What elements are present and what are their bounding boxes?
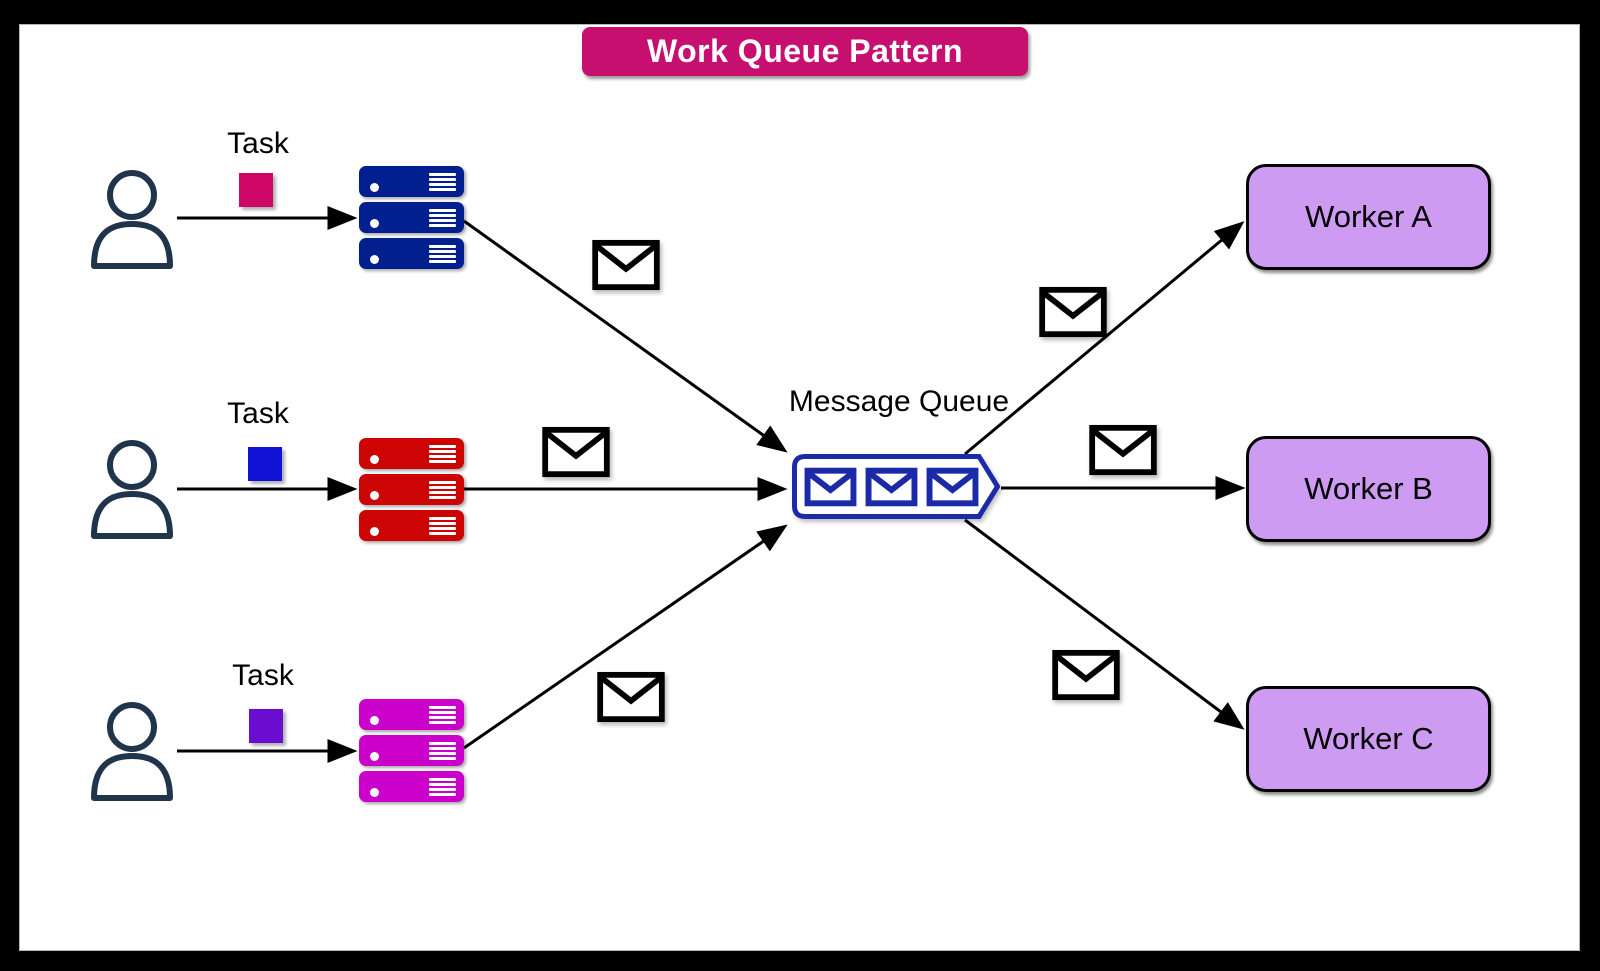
person-icon xyxy=(91,170,173,269)
worker-b-label: Worker B xyxy=(1304,471,1433,506)
task-label: Task xyxy=(232,659,294,692)
server-unit xyxy=(359,238,464,269)
server-vents xyxy=(429,244,456,263)
server-unit xyxy=(359,771,464,802)
worker-b-box: Worker B xyxy=(1246,436,1491,542)
server-led xyxy=(370,255,379,264)
connector-layer xyxy=(177,206,1246,763)
server-led xyxy=(370,752,379,761)
server-led xyxy=(370,455,379,464)
arrow-server1-to-queue xyxy=(463,219,788,453)
server-led xyxy=(370,491,379,500)
envelope-icon xyxy=(592,239,660,291)
message-queue xyxy=(792,454,1000,519)
server-vents xyxy=(429,172,456,191)
server-stack-icon xyxy=(359,438,464,541)
envelope-icon xyxy=(1089,424,1157,476)
server-led xyxy=(370,527,379,536)
server-led xyxy=(370,183,379,192)
server-vents xyxy=(429,480,456,499)
worker-c-label: Worker C xyxy=(1303,721,1434,756)
server-vents xyxy=(429,741,456,760)
server-stack-icon xyxy=(359,166,464,269)
worker-c-box: Worker C xyxy=(1246,686,1491,792)
server-led xyxy=(370,716,379,725)
message-queue-label: Message Queue xyxy=(788,385,1010,418)
server-vents xyxy=(429,208,456,227)
task-label: Task xyxy=(227,397,289,430)
server-unit xyxy=(359,166,464,197)
server-unit xyxy=(359,202,464,233)
queued-message-envelope-icon xyxy=(865,467,918,507)
server-unit xyxy=(359,438,464,469)
server-led xyxy=(370,219,379,228)
task-square xyxy=(248,447,282,481)
arrow-queue-to-worker-c xyxy=(964,518,1245,730)
server-vents xyxy=(429,444,456,463)
server-led xyxy=(370,788,379,797)
server-unit xyxy=(359,735,464,766)
envelope-icon xyxy=(1039,286,1107,338)
task-square xyxy=(239,173,273,207)
envelope-icon xyxy=(1052,649,1120,701)
arrow-server3-to-queue xyxy=(463,524,788,750)
diagram-canvas: Work Queue Pattern Task Task xyxy=(19,24,1580,951)
worker-a-box: Worker A xyxy=(1246,164,1491,270)
worker-a-label: Worker A xyxy=(1305,199,1432,234)
diagram-title: Work Queue Pattern xyxy=(646,33,964,69)
server-unit xyxy=(359,699,464,730)
server-stack-icon xyxy=(359,699,464,802)
queued-message-envelope-icon xyxy=(926,467,979,507)
server-vents xyxy=(429,705,456,724)
queued-message-envelope-icon xyxy=(804,467,857,507)
server-vents xyxy=(429,516,456,535)
server-unit xyxy=(359,510,464,541)
envelope-icon xyxy=(542,426,610,478)
person-icon xyxy=(91,702,173,801)
envelope-icon xyxy=(597,671,665,723)
task-label: Task xyxy=(227,127,289,160)
title-banner: Work Queue Pattern xyxy=(582,27,1028,76)
server-vents xyxy=(429,777,456,796)
task-square xyxy=(249,709,283,743)
person-icon xyxy=(91,440,173,539)
server-unit xyxy=(359,474,464,505)
arrow-queue-to-worker-a xyxy=(964,221,1245,456)
